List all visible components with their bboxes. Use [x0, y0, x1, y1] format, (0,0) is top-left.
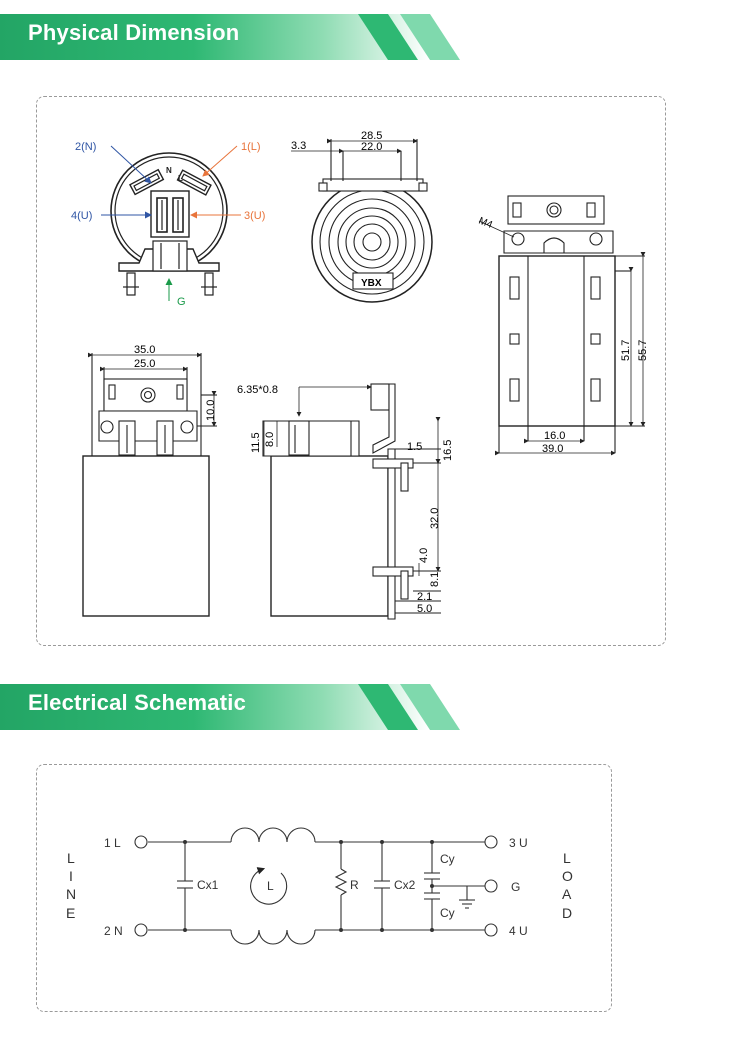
- terminal-1l: [134, 835, 148, 849]
- terminal-4u: [484, 923, 498, 937]
- pin-mark-n: N: [166, 166, 172, 175]
- terminal-label-g: G: [511, 880, 520, 894]
- label-g: G: [177, 296, 186, 308]
- brand-mark: YBX: [361, 278, 382, 289]
- arrow-1l: [202, 145, 238, 177]
- terminal-label-4u: 4 U: [509, 924, 528, 938]
- terminal-g: [484, 879, 498, 893]
- svg-text:D: D: [562, 905, 572, 921]
- banner-stripes: [358, 14, 460, 60]
- svg-text:O: O: [562, 868, 573, 884]
- section-title-electrical: Electrical Schematic: [28, 690, 247, 715]
- schematic-wiring: [148, 827, 485, 945]
- dimension-drawings: N L 2(N) 1(L) 4(U) 3(U) G 28.5 22.0 3.3 …: [71, 130, 649, 620]
- front-view: [82, 353, 217, 617]
- terminal-label-3u: 3 U: [509, 836, 528, 850]
- dim-39-0: 39.0: [542, 443, 563, 455]
- label-4u: 4(U): [71, 210, 92, 222]
- schematic-diagram: 1 L 2 N 3 U G 4 U Cx1 L R Cx2 Cy Cy L I …: [66, 827, 573, 945]
- electrical-schematic-panel: 1 L 2 N 3 U G 4 U Cx1 L R Cx2 Cy Cy L I …: [36, 764, 612, 1012]
- label-cy-bottom: Cy: [440, 906, 455, 920]
- section-title-physical: Physical Dimension: [28, 20, 240, 45]
- physical-dimension-panel: N L 2(N) 1(L) 4(U) 3(U) G 28.5 22.0 3.3 …: [36, 96, 666, 646]
- terminal-3u: [484, 835, 498, 849]
- label-r: R: [350, 878, 359, 892]
- physical-dimension-banner: Physical Dimension: [0, 0, 750, 70]
- dim-1-5: 1.5: [407, 441, 422, 453]
- label-3u: 3(U): [244, 210, 265, 222]
- terminal-label-1l: 1 L: [104, 836, 121, 850]
- dim-32-0: 32.0: [429, 508, 441, 529]
- dim-16-5: 16.5: [442, 440, 454, 461]
- electrical-schematic-banner: Electrical Schematic: [0, 670, 750, 740]
- label-1l: 1(L): [241, 141, 261, 153]
- label-cx2: Cx2: [394, 878, 416, 892]
- label-2n: 2(N): [75, 141, 96, 153]
- terminal-2n: [134, 923, 148, 937]
- svg-text:I: I: [69, 868, 73, 884]
- label-cy-top: Cy: [440, 852, 455, 866]
- dim-10-0: 10.0: [205, 400, 217, 421]
- dim-8-0: 8.0: [264, 432, 276, 447]
- dim-55-7: 55.7: [637, 340, 649, 361]
- dim-51-7: 51.7: [620, 340, 632, 361]
- svg-text:E: E: [66, 905, 75, 921]
- side-view: [311, 139, 433, 303]
- dim-16-0: 16.0: [544, 430, 565, 442]
- dim-5-0: 5.0: [417, 603, 432, 615]
- profile-view: [262, 383, 441, 620]
- label-cx1: Cx1: [197, 878, 219, 892]
- dim-25-0: 25.0: [134, 358, 155, 370]
- junction-dots: [183, 840, 434, 932]
- banner-stripes: [358, 684, 460, 730]
- terminals: [134, 835, 498, 937]
- dim-22-0: 22.0: [361, 141, 382, 153]
- dim-3-3: 3.3: [291, 140, 306, 152]
- arrow-2n: [110, 145, 152, 184]
- pin-view: [110, 152, 228, 296]
- terminal-label-2n: 2 N: [104, 924, 123, 938]
- load-vertical-label: L O A D: [562, 850, 573, 921]
- dim-8-1: 8.1: [429, 572, 441, 587]
- dim-11-5: 11.5: [250, 432, 262, 453]
- dim-28-5: 28.5: [361, 130, 382, 142]
- line-vertical-label: L I N E: [66, 850, 76, 921]
- right-view: [498, 195, 645, 453]
- dim-35-0: 35.0: [134, 344, 155, 356]
- pin-mark-l: L: [178, 174, 183, 183]
- svg-text:L: L: [563, 850, 571, 866]
- dim-tab-size: 6.35*0.8: [237, 384, 278, 396]
- dim-2-1: 2.1: [417, 591, 432, 603]
- label-m4: M4: [477, 216, 494, 232]
- svg-text:N: N: [66, 886, 76, 902]
- dim-4-0: 4.0: [418, 548, 430, 563]
- svg-text:L: L: [67, 850, 75, 866]
- svg-text:A: A: [562, 886, 572, 902]
- label-l: L: [267, 879, 274, 893]
